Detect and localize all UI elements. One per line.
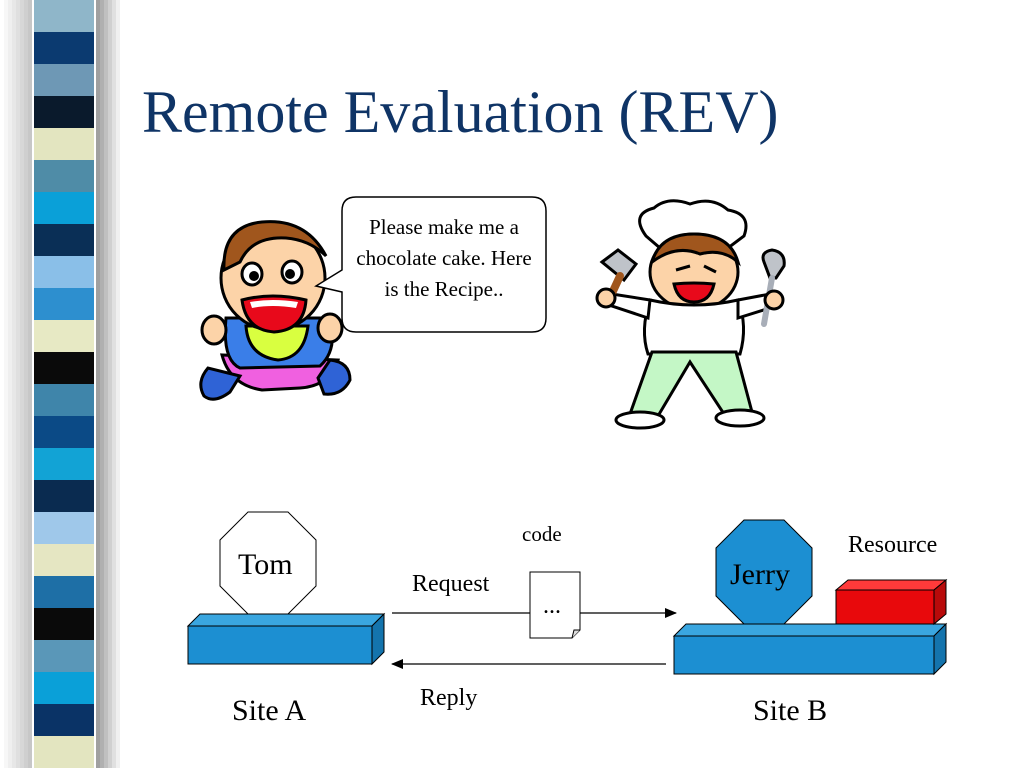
strip-block xyxy=(34,160,94,193)
strip-block xyxy=(34,576,94,609)
tom-octagon xyxy=(219,511,317,615)
strip-block xyxy=(34,640,94,673)
strip-block xyxy=(34,224,94,257)
code-document-icon xyxy=(529,571,581,639)
speech-bubble xyxy=(314,196,547,333)
reply-label: Reply xyxy=(420,685,478,711)
strip-block xyxy=(34,704,94,737)
jerry-octagon xyxy=(715,519,813,625)
strip-block xyxy=(34,672,94,705)
site-a-platform xyxy=(186,612,386,666)
decorative-strip xyxy=(0,0,120,768)
strip-block xyxy=(34,192,94,225)
strip-block xyxy=(34,64,94,97)
request-label: Request xyxy=(412,571,490,597)
strip-block xyxy=(34,512,94,545)
strip-block xyxy=(34,384,94,417)
code-document-text: ... xyxy=(543,593,561,619)
tom-label: Tom xyxy=(238,548,293,581)
site-b-platform xyxy=(672,622,948,676)
code-label: code xyxy=(522,522,562,546)
strip-block xyxy=(34,608,94,641)
strip-block xyxy=(34,352,94,385)
strip-block xyxy=(34,0,94,33)
strip-block xyxy=(34,96,94,129)
strip-block xyxy=(34,448,94,481)
speech-bubble-text: Please make me a chocolate cake. Here is… xyxy=(356,215,532,301)
resource-label: Resource xyxy=(848,532,938,558)
chef-illustration xyxy=(595,199,786,430)
kid-illustration xyxy=(199,220,352,401)
strip-block xyxy=(34,480,94,513)
strip-block xyxy=(34,128,94,161)
resource-box xyxy=(834,578,948,626)
jerry-label: Jerry xyxy=(730,558,790,591)
site-b-label: Site B xyxy=(753,694,828,727)
strip-block xyxy=(34,544,94,577)
site-a-label: Site A xyxy=(232,694,307,727)
strip-block xyxy=(34,736,94,768)
strip-block xyxy=(34,256,94,289)
strip-block xyxy=(34,416,94,449)
strip-block xyxy=(34,320,94,353)
strip-block xyxy=(34,32,94,65)
slide-title: Remote Evaluation (REV) xyxy=(142,79,779,145)
strip-block xyxy=(34,288,94,321)
